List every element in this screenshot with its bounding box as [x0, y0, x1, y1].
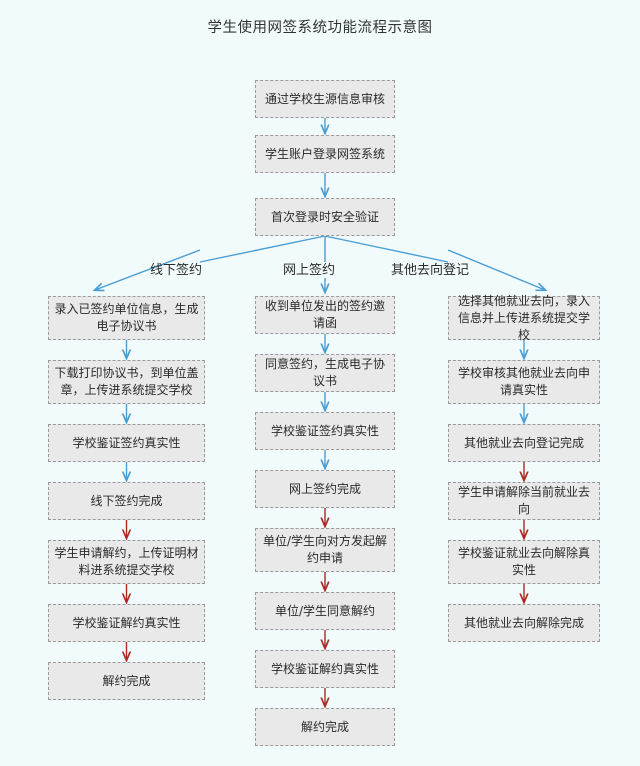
step-right-6[interactable]: 其他就业去向解除完成 — [448, 604, 600, 642]
step-left-7[interactable]: 解约完成 — [48, 662, 205, 700]
step-middle-2[interactable]: 同意签约，生成电子协议书 — [255, 354, 395, 392]
step-right-5[interactable]: 学校鉴证就业去向解除真实性 — [448, 540, 600, 584]
head-step-3[interactable]: 首次登录时安全验证 — [255, 198, 395, 236]
branch-label-2: 网上签约 — [283, 263, 336, 278]
step-middle-7[interactable]: 学校鉴证解约真实性 — [255, 650, 395, 688]
step-right-3[interactable]: 其他就业去向登记完成 — [448, 424, 600, 462]
step-right-4[interactable]: 学生申请解除当前就业去向 — [448, 482, 600, 520]
step-right-2[interactable]: 学校审核其他就业去向申请真实性 — [448, 360, 600, 404]
step-middle-6[interactable]: 单位/学生同意解约 — [255, 592, 395, 630]
branch-label-1: 线下签约 — [150, 263, 203, 278]
step-middle-3[interactable]: 学校鉴证签约真实性 — [255, 412, 395, 450]
step-left-5[interactable]: 学生申请解约，上传证明材料进系统提交学校 — [48, 540, 205, 584]
page-title: 学生使用网签系统功能流程示意图 — [207, 20, 433, 36]
step-left-3[interactable]: 学校鉴证签约真实性 — [48, 424, 205, 462]
step-middle-5[interactable]: 单位/学生向对方发起解约申请 — [255, 528, 395, 572]
step-middle-4[interactable]: 网上签约完成 — [255, 470, 395, 508]
branch-label-3: 其他去向登记 — [391, 263, 470, 278]
head-step-1[interactable]: 通过学校生源信息审核 — [255, 80, 395, 118]
step-left-4[interactable]: 线下签约完成 — [48, 482, 205, 520]
step-middle-8[interactable]: 解约完成 — [255, 708, 395, 746]
head-step-2[interactable]: 学生账户登录网签系统 — [255, 135, 395, 173]
step-right-1[interactable]: 选择其他就业去向，录入信息并上传进系统提交学校 — [448, 294, 600, 342]
step-left-6[interactable]: 学校鉴证解约真实性 — [48, 604, 205, 642]
step-left-2[interactable]: 下载打印协议书，到单位盖章，上传进系统提交学校 — [48, 360, 205, 404]
step-left-1[interactable]: 录入已签约单位信息，生成电子协议书 — [48, 296, 205, 340]
step-middle-1[interactable]: 收到单位发出的签约邀请函 — [255, 296, 395, 334]
